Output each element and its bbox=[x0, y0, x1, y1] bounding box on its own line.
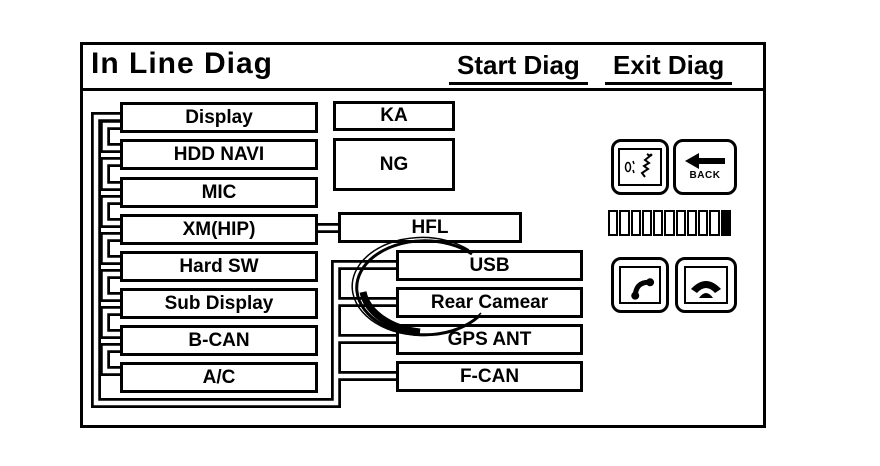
title-bar: In Line Diag Start Diag Exit Diag bbox=[83, 45, 763, 91]
call-hangup-button[interactable] bbox=[675, 257, 737, 313]
back-arrow-icon bbox=[685, 153, 725, 169]
module-rear-camera[interactable]: Rear Camear bbox=[396, 287, 583, 318]
back-button[interactable]: BACK bbox=[673, 139, 737, 195]
module-usb[interactable]: USB bbox=[396, 250, 583, 281]
signal-segment bbox=[720, 210, 731, 236]
voice-command-button[interactable] bbox=[611, 139, 669, 195]
module-b-can[interactable]: B-CAN bbox=[120, 325, 318, 356]
module-gps-ant[interactable]: GPS ANT bbox=[396, 324, 583, 355]
back-button-label: BACK bbox=[689, 170, 721, 181]
signal-level-bar bbox=[608, 210, 731, 236]
signal-segment bbox=[653, 210, 664, 236]
signal-segment bbox=[675, 210, 686, 236]
signal-segment bbox=[619, 210, 630, 236]
signal-segment bbox=[630, 210, 641, 236]
call-pickup-button[interactable] bbox=[611, 257, 669, 313]
module-hdd-navi[interactable]: HDD NAVI bbox=[120, 139, 318, 170]
call-hangup-icon bbox=[684, 266, 728, 304]
voice-icon bbox=[618, 148, 662, 186]
page-title: In Line Diag bbox=[91, 47, 274, 80]
signal-segment bbox=[608, 210, 619, 236]
module-hfl[interactable]: HFL bbox=[338, 212, 522, 243]
start-diag-button[interactable]: Start Diag bbox=[449, 50, 588, 85]
module-mic[interactable]: MIC bbox=[120, 177, 318, 208]
module-display[interactable]: Display bbox=[120, 102, 318, 133]
result-box-ka: KA bbox=[333, 101, 455, 131]
module-hard-sw[interactable]: Hard SW bbox=[120, 251, 318, 282]
exit-diag-button[interactable]: Exit Diag bbox=[605, 50, 733, 85]
screen-frame: In Line Diag Start Diag Exit Diag bbox=[80, 42, 766, 428]
call-pickup-icon bbox=[619, 266, 661, 304]
signal-segment bbox=[664, 210, 675, 236]
result-box-ng: NG bbox=[333, 138, 455, 191]
module-sub-display[interactable]: Sub Display bbox=[120, 288, 318, 319]
signal-segment bbox=[641, 210, 653, 236]
module-xm-hip[interactable]: XM(HIP) bbox=[120, 214, 318, 245]
module-f-can[interactable]: F-CAN bbox=[396, 361, 583, 392]
signal-segment bbox=[709, 210, 720, 236]
signal-segment bbox=[686, 210, 698, 236]
signal-segment bbox=[698, 210, 709, 236]
module-ac[interactable]: A/C bbox=[120, 362, 318, 393]
